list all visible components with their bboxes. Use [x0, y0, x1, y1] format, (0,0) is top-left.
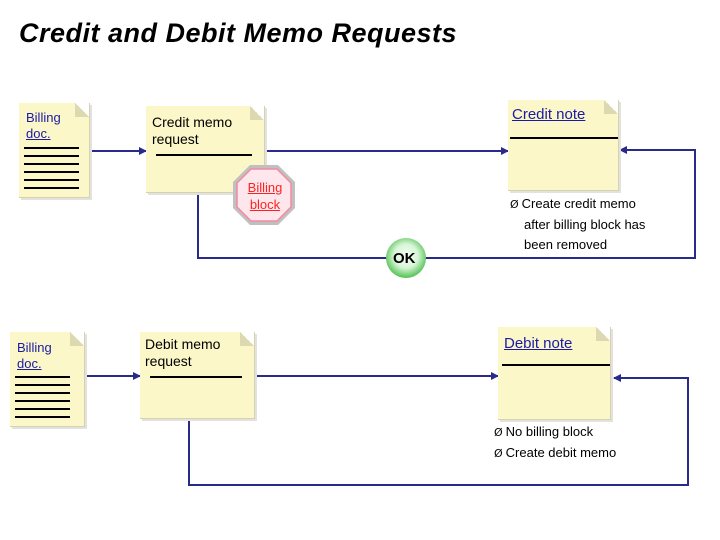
debit-note: Debit note [498, 327, 611, 420]
credit-memo-request-line1: Credit memo [152, 114, 233, 130]
debit-note-desc-item1: No billing block [505, 424, 594, 439]
credit-approval-loop [197, 146, 696, 259]
debit-memo-request-line1: Debit memo [145, 336, 221, 352]
debit-memo-request-line2: request [145, 352, 192, 369]
billing-doc-label-line1: Billing [26, 110, 61, 125]
document-icon [70, 332, 84, 346]
credit-note-label: Credit note [512, 106, 586, 123]
debit-note-desc-item2: Create debit memo [505, 445, 617, 460]
underline [156, 154, 252, 156]
underline [502, 364, 610, 366]
document-icon [250, 106, 264, 120]
credit-note-desc-line2: after billing block has [524, 217, 646, 232]
billing-doc-label-line2: doc. [17, 355, 42, 371]
debit-loop [188, 374, 689, 486]
underline [150, 376, 242, 378]
credit-memo-request-line2: request [152, 130, 199, 147]
underline [510, 137, 618, 139]
arrow-bullet-icon: Ø [510, 198, 519, 211]
credit-note-desc-line3: been removed [524, 237, 608, 252]
credit-note: Credit note [508, 100, 619, 191]
billing-block-label: Billing block [240, 180, 290, 214]
billing-doc-bottom: Billing doc. [10, 332, 85, 427]
document-icon [604, 100, 618, 114]
arrow-bullet-icon: Ø [494, 447, 503, 460]
doc-text-lines [15, 376, 70, 424]
credit-note-desc-line1: Create credit memo [521, 196, 636, 211]
doc-text-lines [24, 147, 79, 195]
debit-note-label: Debit note [504, 335, 573, 352]
billing-block-line2: block [249, 196, 281, 212]
billing-doc-top: Billing doc. [19, 103, 90, 198]
debit-memo-request: Debit memo request [140, 332, 255, 419]
document-icon [75, 103, 89, 117]
stop-octagon-icon [233, 165, 295, 225]
document-icon [596, 327, 610, 341]
billing-doc-label-line2: doc. [26, 125, 51, 141]
ok-label: OK [393, 250, 416, 267]
ok-circle-icon [386, 238, 426, 278]
arrow-bullet-icon: Ø [494, 426, 503, 439]
billing-doc-label-line1: Billing [17, 340, 52, 355]
document-icon [240, 332, 254, 346]
billing-block-line1: Billing [247, 180, 283, 195]
page-title: Credit and Debit Memo Requests [19, 18, 458, 48]
